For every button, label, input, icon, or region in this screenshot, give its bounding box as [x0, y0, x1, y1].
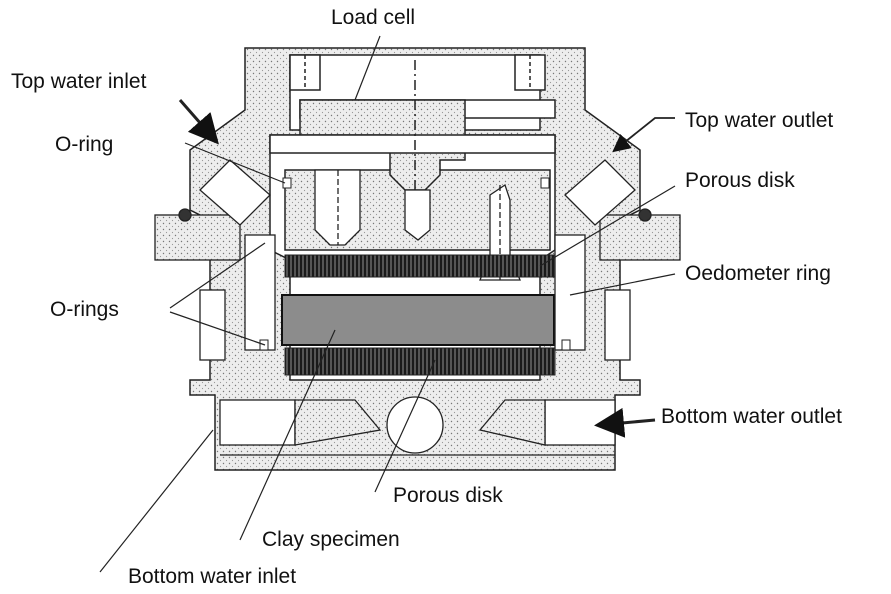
load-cell: [269, 60, 556, 240]
leader-lines: [99, 35, 676, 573]
label-top-water-outlet: Top water outlet: [685, 109, 834, 132]
label-o-rings: O-rings: [50, 298, 119, 321]
label-bottom-water-outlet: Bottom water outlet: [661, 405, 842, 428]
label-clay-specimen: Clay specimen: [262, 528, 400, 551]
label-porous-disk-top: Porous disk: [685, 169, 795, 192]
label-top-water-inlet: Top water inlet: [11, 70, 147, 93]
label-bottom-water-inlet: Bottom water inlet: [128, 565, 297, 588]
label-o-ring: O-ring: [55, 133, 114, 156]
porous-disk-bottom: [284, 347, 556, 376]
porous-disk-top: [284, 254, 556, 278]
clay-specimen: [281, 294, 555, 346]
label-load-cell: Load cell: [331, 6, 416, 29]
label-oedometer-ring: Oedometer ring: [685, 262, 831, 285]
label-porous-disk-bottom: Porous disk: [393, 484, 503, 507]
top-angled-ports: [199, 159, 636, 226]
